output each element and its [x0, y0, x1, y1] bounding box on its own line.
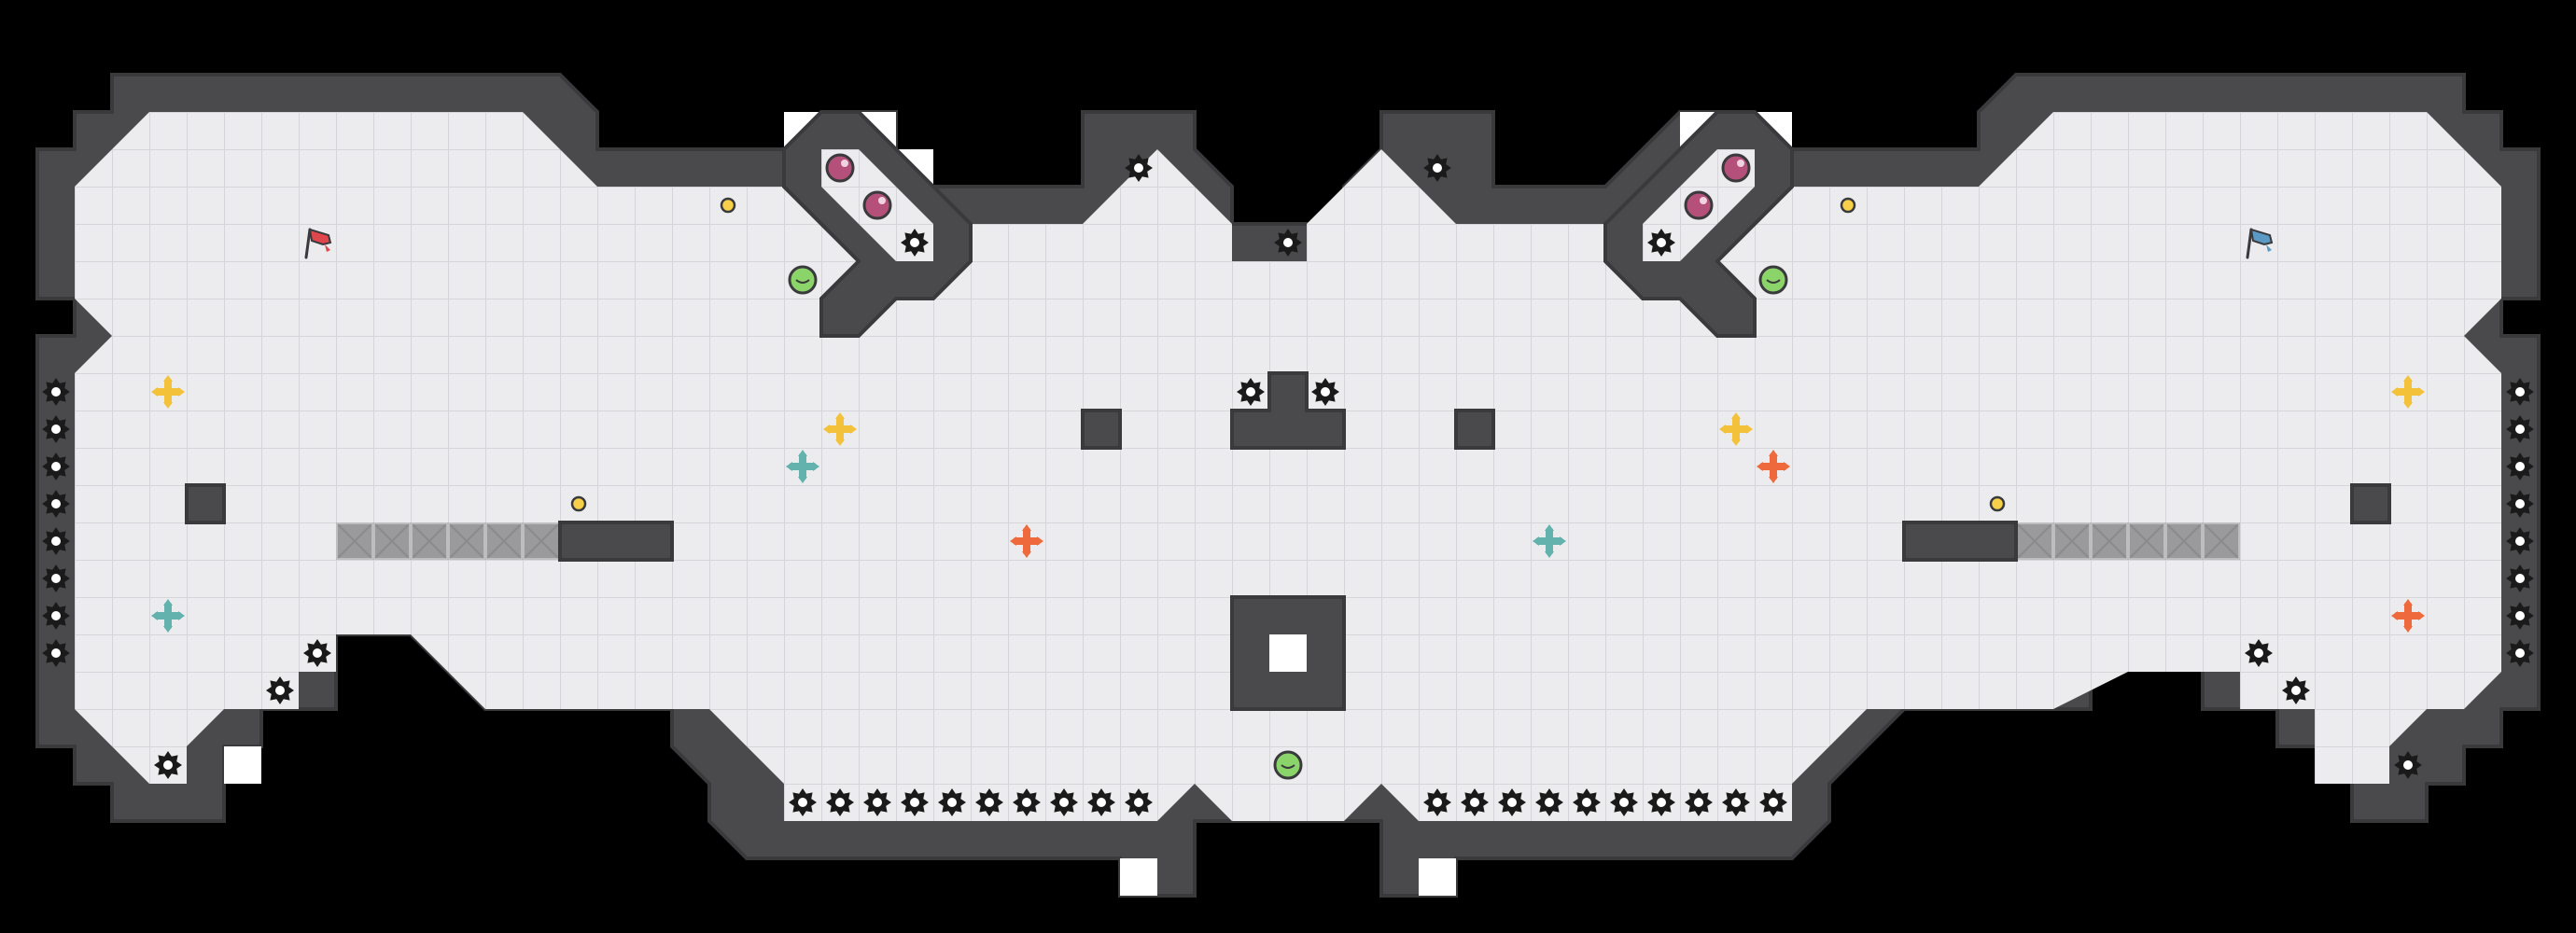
powerup-icon	[1273, 750, 1303, 780]
spike-icon	[1647, 229, 1675, 257]
spike-icon	[42, 527, 70, 555]
spike-icon	[1423, 154, 1451, 182]
wall-bar-left	[558, 521, 674, 562]
boost-icon	[823, 412, 857, 446]
spike-icon	[154, 751, 182, 779]
spike-icon	[42, 378, 70, 406]
bomb-icon	[862, 190, 892, 220]
spike-icon	[42, 490, 70, 518]
spike-icon	[42, 415, 70, 443]
coin-icon	[720, 197, 736, 214]
spike-icon	[42, 564, 70, 592]
wall-notch	[1419, 858, 1456, 896]
entities-layer	[42, 153, 2534, 816]
floor-layer	[75, 110, 2501, 821]
spike-icon	[2282, 676, 2310, 704]
spike-icon	[303, 639, 331, 667]
spike-icon	[2506, 527, 2534, 555]
spike-icon	[2506, 602, 2534, 630]
wall-notch	[224, 746, 261, 784]
spike-icon	[1050, 788, 1078, 816]
spike-icon	[1274, 229, 1302, 257]
spike-icon	[789, 788, 817, 816]
spike-icon	[2506, 415, 2534, 443]
bomb-icon	[1684, 190, 1714, 220]
spike-icon	[2506, 564, 2534, 592]
spike-icon	[42, 639, 70, 667]
wall-bar-right	[1902, 521, 2018, 562]
boost-icon	[1010, 524, 1043, 558]
spike-icon	[2506, 453, 2534, 480]
spike-icon	[2506, 639, 2534, 667]
boost-icon	[786, 450, 819, 483]
spike-icon	[901, 229, 929, 257]
coin-icon	[570, 495, 587, 512]
spike-icon	[975, 788, 1003, 816]
small-block	[185, 483, 226, 524]
spike-icon	[1125, 154, 1153, 182]
spike-icon	[42, 453, 70, 480]
small-block	[1081, 409, 1122, 450]
grate-strip-right	[2016, 522, 2240, 560]
spike-icon	[1573, 788, 1601, 816]
spike-icon	[42, 602, 70, 630]
spike-icon	[1498, 788, 1526, 816]
spike-icon	[1125, 788, 1153, 816]
boost-icon	[1533, 524, 1566, 558]
spike-icon	[2506, 378, 2534, 406]
spike-icon	[1647, 788, 1675, 816]
center-t-block	[1230, 371, 1346, 450]
spike-icon	[1535, 788, 1563, 816]
center-box-hole	[1269, 634, 1307, 672]
spike-icon	[826, 788, 854, 816]
boost-icon	[1757, 450, 1790, 483]
powerup-icon	[1758, 265, 1788, 295]
bomb-icon	[1721, 153, 1751, 183]
flag-icon	[2246, 228, 2274, 259]
spike-icon	[1610, 788, 1638, 816]
small-block	[1454, 409, 1495, 450]
spike-icon	[1311, 378, 1339, 406]
coin-icon	[1840, 197, 1856, 214]
spike-icon	[901, 788, 929, 816]
coin-icon	[1989, 495, 2006, 512]
wall-notch	[1120, 858, 1157, 896]
spike-icon	[1759, 788, 1787, 816]
small-block	[2350, 483, 2391, 524]
boost-icon	[1719, 412, 1753, 446]
spike-icon	[2394, 751, 2422, 779]
spike-icon	[938, 788, 966, 816]
spike-icon	[1461, 788, 1489, 816]
boost-icon	[151, 375, 185, 409]
spike-icon	[1237, 378, 1265, 406]
boost-icon	[2391, 599, 2425, 633]
spike-icon	[1087, 788, 1115, 816]
floor	[75, 112, 2501, 821]
bomb-icon	[825, 153, 855, 183]
boost-icon	[2391, 375, 2425, 409]
spike-icon	[1722, 788, 1750, 816]
spike-icon	[266, 676, 294, 704]
flag-icon	[304, 228, 332, 259]
grate-strip-left	[336, 522, 560, 560]
spike-icon	[2506, 490, 2534, 518]
spike-icon	[1685, 788, 1713, 816]
spike-icon	[1013, 788, 1041, 816]
powerup-icon	[788, 265, 818, 295]
spike-icon	[1423, 788, 1451, 816]
boost-icon	[151, 599, 185, 633]
spike-icon	[863, 788, 891, 816]
spike-icon	[2245, 639, 2273, 667]
